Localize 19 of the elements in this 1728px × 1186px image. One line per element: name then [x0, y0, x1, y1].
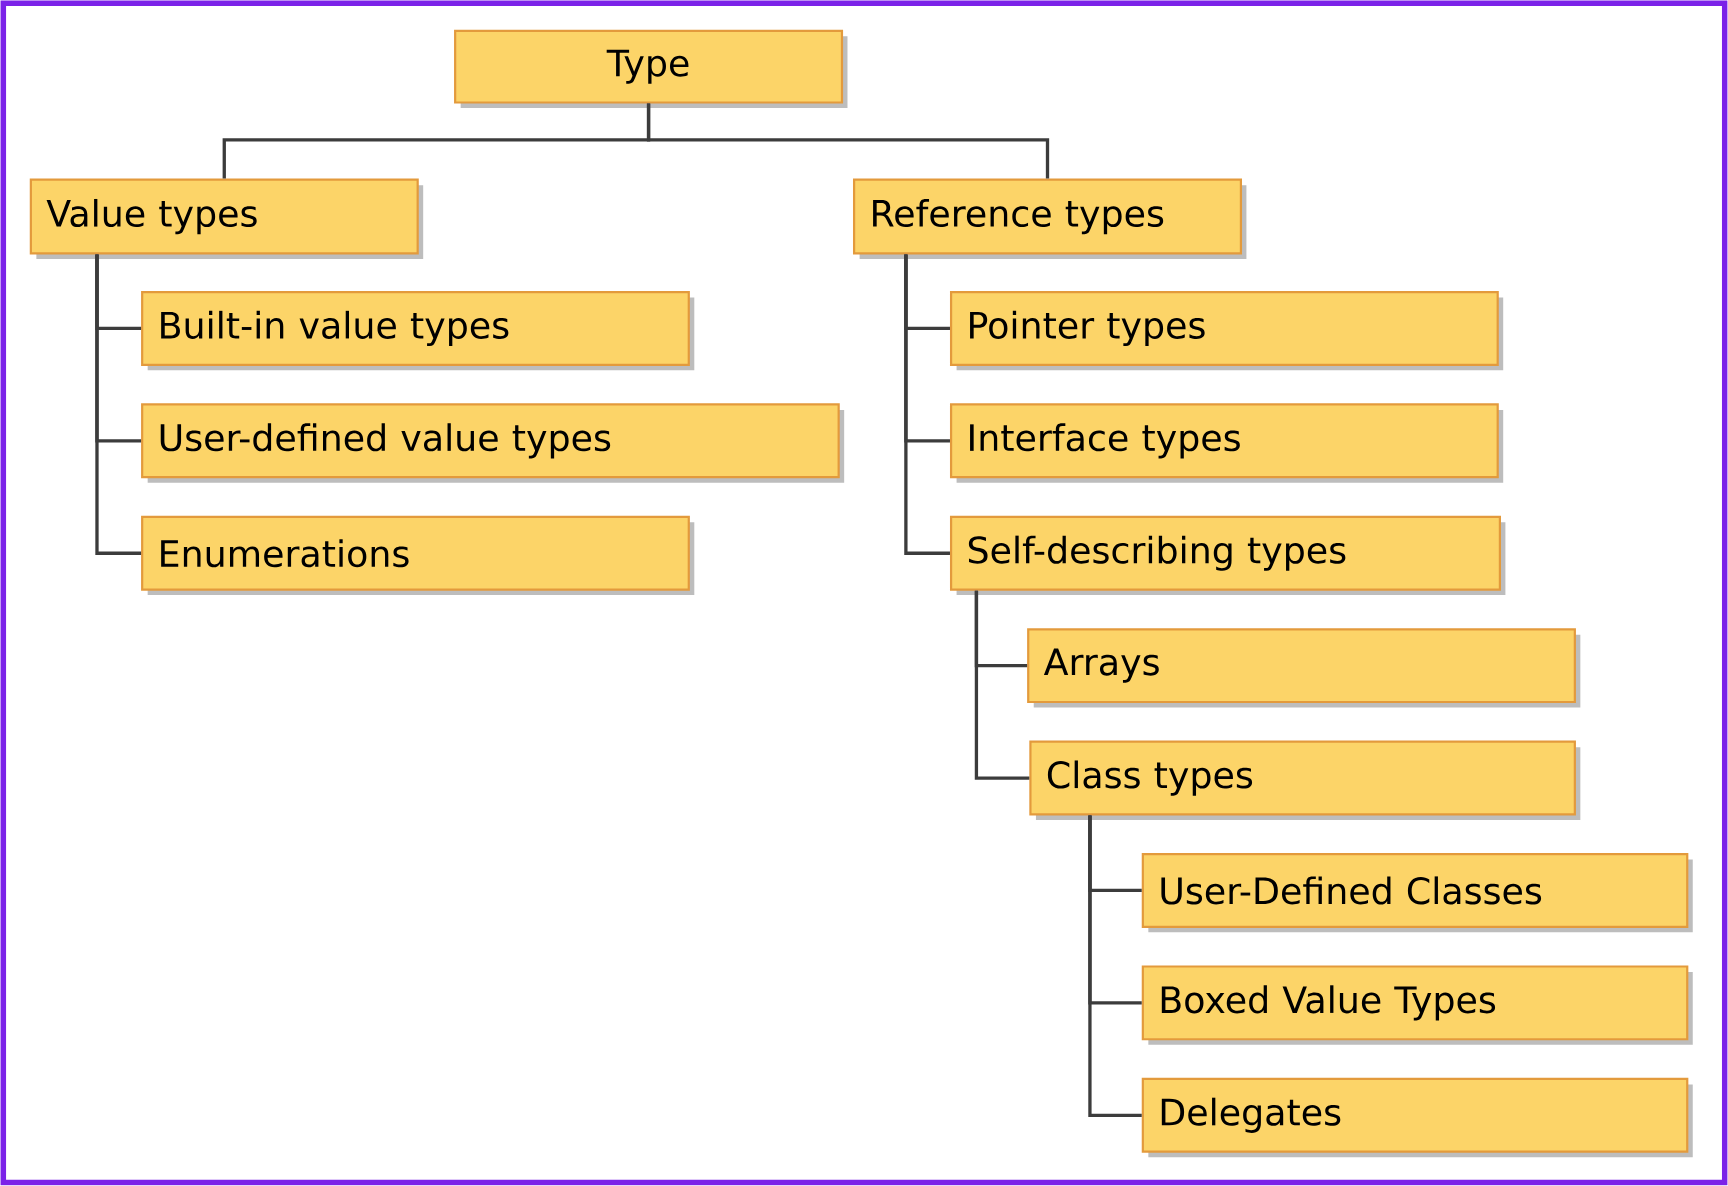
type-box: Interface types [950, 403, 1504, 483]
type-box: Built-in value types [141, 291, 695, 371]
type-box: Delegates [1141, 1077, 1693, 1158]
connector-line [646, 103, 1050, 179]
type-box: Enumerations [141, 515, 695, 596]
type-box: Type [454, 29, 848, 109]
connector-line [904, 254, 950, 555]
connector-line [1088, 815, 1142, 1118]
connector-line [974, 590, 1030, 780]
type-box: Arrays [1027, 628, 1581, 708]
type-box: User-Defined Classes [1141, 853, 1693, 933]
type-box: Pointer types [950, 291, 1504, 371]
type-box: User-defined value types [141, 403, 845, 483]
type-box: Class types [1029, 740, 1581, 820]
type-box: Self-describing types [950, 515, 1506, 596]
type-box: Boxed Value Types [1141, 965, 1693, 1045]
connector-line [95, 254, 142, 555]
type-box: Reference types [853, 178, 1247, 260]
type-box: Value types [29, 178, 424, 260]
